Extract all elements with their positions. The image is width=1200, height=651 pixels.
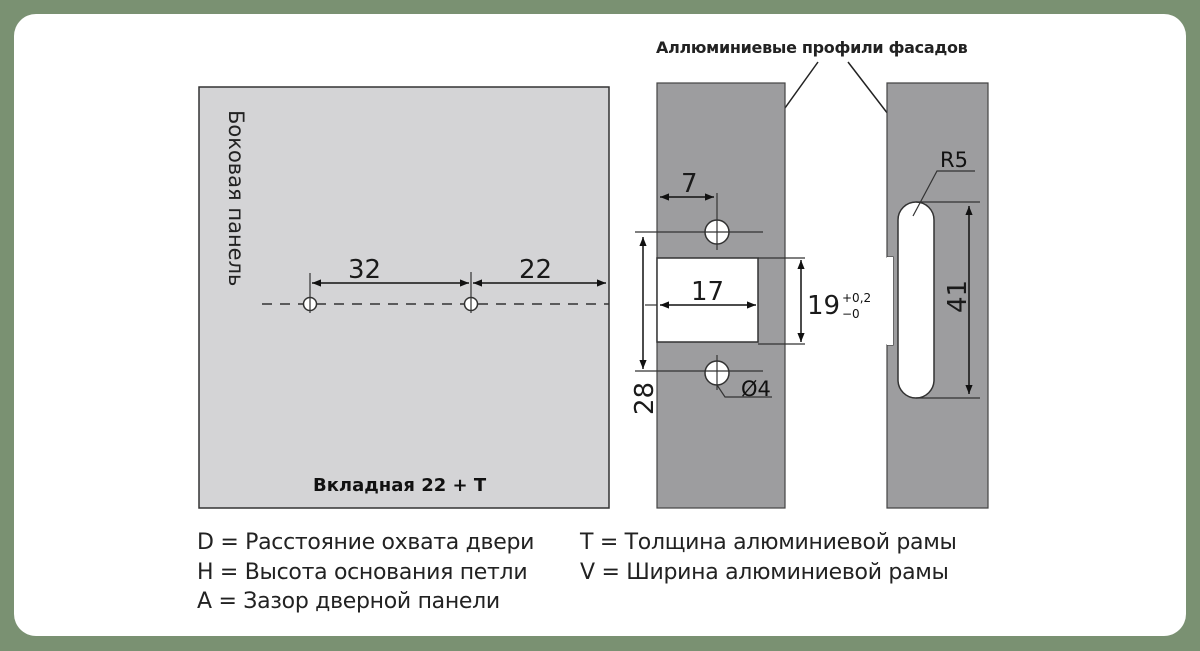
dim-41: 41: [943, 280, 973, 313]
hinge-cutout: [656, 257, 759, 343]
drill-hole-2: [463, 272, 479, 313]
dim-19-tol-minus: −0: [842, 307, 860, 321]
profile-2-notch: [887, 257, 893, 345]
panel-caption: Вкладная 22 + T: [313, 475, 487, 496]
dim-17: 17: [691, 277, 724, 307]
legend-t: T = Толщина алюминиевой рамы: [580, 530, 957, 555]
dim-32: 32: [348, 255, 381, 285]
dim-28: 28: [630, 382, 660, 415]
dim-4: Ø4: [741, 377, 771, 401]
legend-a: A = Зазор дверной панели: [197, 589, 500, 614]
mounting-slot: [897, 201, 935, 399]
dim-22: 22: [519, 255, 552, 285]
legend-d: D = Расстояние охвата двери: [197, 530, 535, 555]
profiles-title: Аллюминиевые профили фасадов: [656, 38, 968, 57]
side-panel: [198, 86, 610, 509]
dim-r5: R5: [940, 148, 968, 172]
legend-h: H = Высота основания петли: [197, 560, 528, 585]
dim-19: 19: [807, 291, 840, 321]
dim-7: 7: [681, 169, 698, 199]
drill-hole-1: [302, 273, 318, 313]
side-panel-label: Боковая панель: [224, 110, 248, 286]
legend-v: V = Ширина алюминиевой рамы: [580, 560, 949, 585]
dim-19-tol-plus: +0,2: [842, 291, 871, 305]
dimension-lines-2: [912, 170, 980, 399]
dimension-lines: [635, 193, 805, 398]
